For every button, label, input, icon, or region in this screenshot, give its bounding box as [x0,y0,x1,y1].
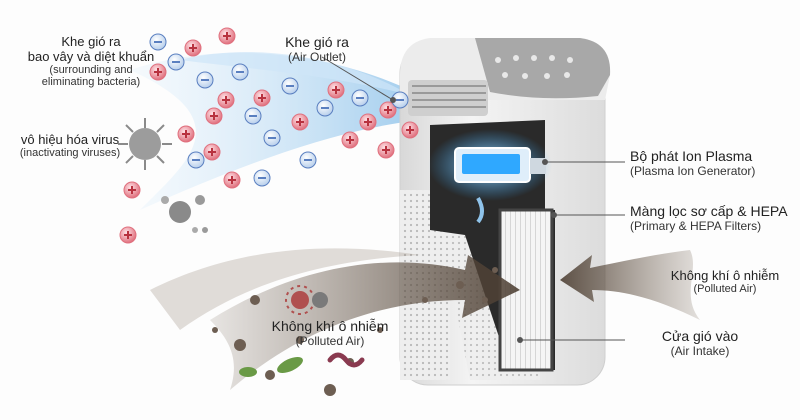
negative-ion [253,169,271,187]
positive-ion [253,89,271,107]
positive-ion [217,91,235,109]
positive-ion [379,101,397,119]
clean-airflow-stream-2 [180,52,410,95]
negative-ion [196,71,214,89]
label-virus-en: (inactivating viruses) [19,147,121,159]
label-ion-en: (Plasma Ion Generator) [630,164,756,178]
label-outlet-left-en-2: eliminating bacteria) [41,76,141,88]
positive-ion [184,39,202,57]
label-polluted-left-en: (Polluted Air) [295,334,365,348]
virus-particle [118,118,172,170]
label-polluted-right: Không khí ô nhiễm (Polluted Air) [655,268,795,295]
plasma-ion-generator [428,129,552,201]
positive-ion [341,131,359,149]
positive-ion [291,113,309,131]
positive-ion [359,113,377,131]
label-outlet-top: Khe gió ra (Air Outlet) [262,34,372,64]
polluted-airflow-stream-2 [150,248,420,330]
label-outlet-left-vi-1: Khe gió ra [61,34,121,49]
negative-ion [316,99,334,117]
negative-ion [263,129,281,147]
airflow-curve-arrow [476,197,484,224]
bacteria-green-2 [239,367,257,377]
bacteria-gray [312,292,328,308]
positive-ion [123,181,141,199]
label-outlet-top-vi: Khe gió ra [285,34,349,50]
positive-ion [203,143,221,161]
negative-ion [299,151,317,169]
label-filter-en: (Primary & HEPA Filters) [630,219,762,233]
label-intake-en: (Air Intake) [670,344,730,358]
air-purifier-device [399,38,611,386]
positive-ion [119,226,137,244]
label-intake: Cửa gió vào (Air Intake) [640,328,760,358]
label-outlet-top-en: (Air Outlet) [287,50,346,64]
label-filter: Màng lọc sơ cấp & HEPA (Primary & HEPA F… [630,203,798,233]
label-polluted-left-vi: Không khí ô nhiễm [271,318,389,334]
positive-ion [149,63,167,81]
device-control-panel [475,38,611,99]
negative-ion [281,77,299,95]
negative-ion [244,107,262,125]
bacteria-worm [327,352,365,368]
positive-ion [205,107,223,125]
air-outlet-grille [408,80,488,116]
negative-ion [391,91,409,109]
label-polluted-right-vi: Không khí ô nhiễm [670,268,780,283]
label-virus: vô hiệu hóa virus (inactivating viruses) [10,132,130,159]
leader-dots [390,97,557,343]
label-ion-generator: Bộ phát Ion Plasma (Plasma Ion Generator… [630,148,795,178]
ion-particles [119,27,419,244]
label-polluted-right-en: (Polluted Air) [693,283,757,295]
label-outlet-left-vi-2: bao vây và diệt khuẩn [27,49,155,64]
negative-ion [187,151,205,169]
positive-ion [377,141,395,159]
negative-ion [149,33,167,51]
positive-ion [177,125,195,143]
negative-ion [231,63,249,81]
positive-ion [218,27,236,45]
label-outlet-left: Khe gió ra bao vây và diệt khuẩn (surrou… [12,34,170,88]
positive-ion [401,121,419,139]
label-outlet-left-en-1: (surrounding and [49,64,133,76]
negative-ion [351,89,369,107]
leader-lines [321,56,625,341]
bacteria-particle [161,196,198,233]
label-polluted-left: Không khí ô nhiễm (Polluted Air) [255,318,405,348]
positive-ion [223,171,241,189]
label-filter-vi: Màng lọc sơ cấp & HEPA [630,203,788,219]
label-virus-vi: vô hiệu hóa virus [20,132,120,147]
label-ion-vi: Bộ phát Ion Plasma [630,148,753,164]
dust-particles [195,195,498,396]
control-buttons [495,55,573,79]
polluted-airflow-stream [210,255,520,390]
bacteria-green [277,356,303,374]
negative-ion [167,53,185,71]
label-intake-vi: Cửa gió vào [661,328,739,344]
polluted-airflow-right [560,250,700,320]
positive-ion [327,81,345,99]
